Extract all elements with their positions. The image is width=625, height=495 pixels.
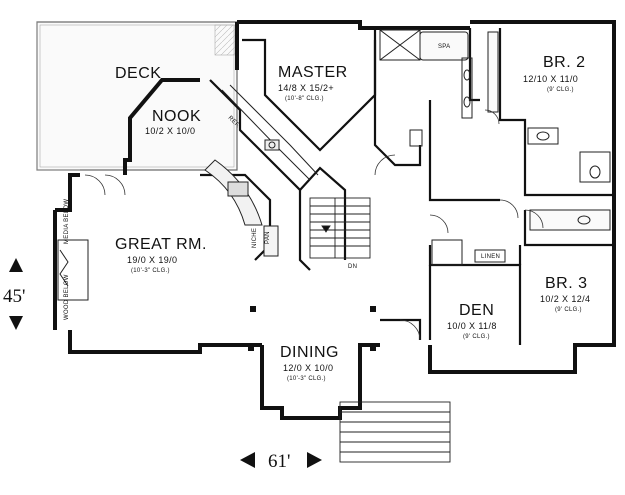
- columns: [248, 306, 376, 351]
- den-dims: 10/0 X 11/8: [447, 321, 497, 331]
- great-room-label: GREAT RM.: [115, 236, 207, 253]
- depth-dimension: 45': [3, 258, 25, 330]
- spa-label: SPA: [438, 44, 450, 50]
- exterior-walls: [53, 20, 616, 420]
- media-label: MEDIA BELOW: [64, 199, 70, 244]
- fireplace: [57, 239, 89, 301]
- br3-label: BR. 3: [545, 275, 588, 292]
- niche-label: NICHE: [252, 228, 258, 248]
- door-swings: [84, 109, 544, 341]
- arrow-up-icon: [9, 258, 23, 272]
- width-dimension-label: 61': [268, 451, 290, 472]
- br3-dims: 10/2 X 12/4: [540, 294, 590, 304]
- dining-label: DINING: [280, 344, 339, 361]
- den-ceiling: (9' CLG.): [463, 334, 490, 340]
- master-dims: 14/8 X 15/2+: [278, 83, 334, 93]
- br2-ceiling: (9' CLG.): [547, 87, 574, 93]
- master-ceiling: (10'-8" CLG.): [285, 96, 324, 102]
- arrow-right-icon: [307, 452, 322, 468]
- depth-dimension-label: 45': [3, 286, 25, 307]
- kitchen-counters: [204, 84, 319, 257]
- deck-label: DECK: [115, 65, 161, 82]
- arrow-left-icon: [240, 452, 255, 468]
- bath-fixtures: [379, 29, 611, 266]
- wood-label: WOOD BELOW: [64, 274, 70, 320]
- stair-down-label: DN: [348, 264, 357, 270]
- great-room-dims: 19/0 X 19/0: [127, 255, 177, 265]
- br3-ceiling: (9' CLG.): [555, 307, 582, 313]
- nook-dims: 10/2 X 10/0: [145, 126, 195, 136]
- width-dimension: 61': [240, 451, 322, 472]
- master-label: MASTER: [278, 64, 348, 81]
- great-room-ceiling: (10'-3" CLG.): [131, 268, 170, 274]
- pantry-label: PAN: [265, 231, 271, 244]
- dining-dims: 12/0 X 10/0: [283, 363, 333, 373]
- br2-label: BR. 2: [543, 54, 586, 71]
- den-label: DEN: [459, 302, 494, 319]
- nook-label: NOOK: [152, 108, 201, 125]
- dining-ceiling: (10'-3" CLG.): [287, 376, 326, 382]
- br2-dims: 12/10 X 11/0: [523, 74, 578, 84]
- deck-area: [36, 21, 238, 171]
- arrow-down-icon: [9, 316, 23, 330]
- staircase: [309, 197, 451, 463]
- linen-label: LINEN: [481, 254, 500, 260]
